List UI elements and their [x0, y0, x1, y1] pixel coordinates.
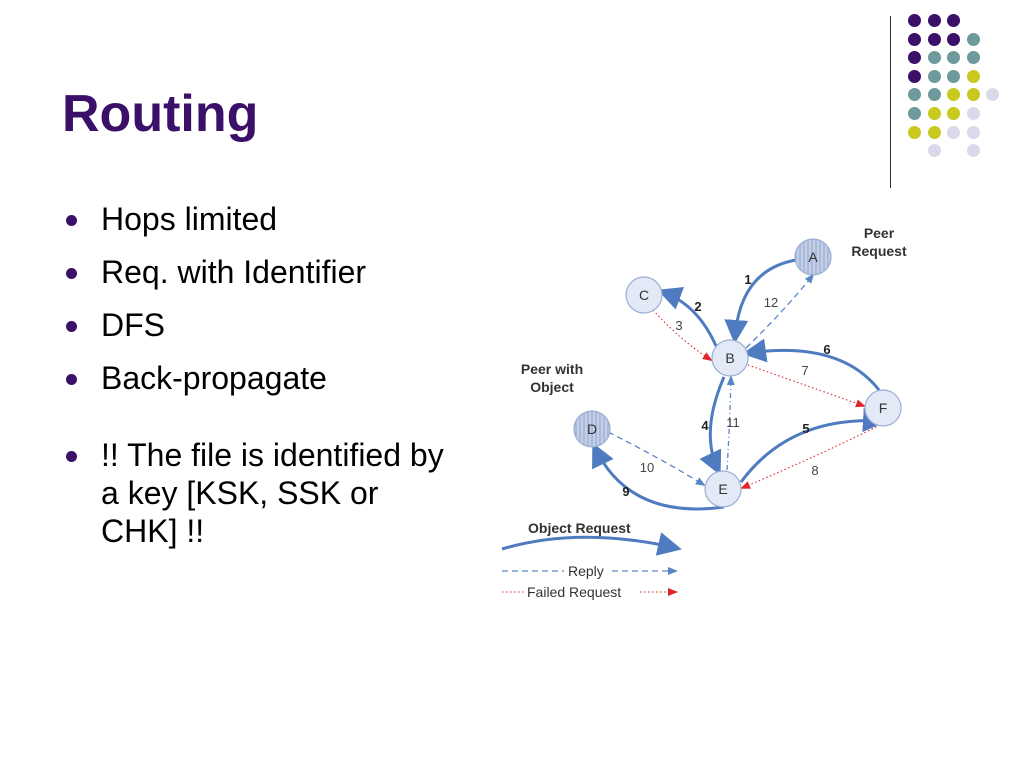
vertical-divider: [890, 16, 891, 188]
node-label-b: B: [725, 350, 734, 366]
bullet-dot-icon: [66, 321, 77, 332]
legend-reply-label: Reply: [568, 563, 604, 579]
decor-dot: [927, 125, 941, 139]
edge-1: [724, 258, 797, 344]
decor-dot: [966, 88, 980, 102]
edge-6: [742, 338, 881, 391]
edge-7: [747, 364, 866, 408]
decor-dot: [927, 32, 941, 46]
decor-dot: [908, 51, 921, 65]
bullet-item: DFS: [64, 306, 464, 344]
bullet-dot-icon: [66, 374, 77, 385]
decor-dot: [947, 125, 960, 139]
edge-label-1: 1: [744, 272, 751, 287]
edge-12: [745, 273, 815, 349]
peer-with-object-label-line: Peer with: [521, 361, 583, 377]
decor-dot: [947, 32, 960, 46]
node-c: [625, 276, 663, 314]
decor-dot: [966, 144, 980, 158]
decor-dot: [908, 32, 921, 46]
bullet-item: Back-propagate: [64, 359, 464, 397]
legend-object-request-label: Object Request: [528, 520, 631, 536]
edge-label-4: 4: [701, 418, 709, 433]
edge-label-11: 11: [726, 415, 740, 430]
decor-dot: [908, 14, 921, 27]
bullet-text: Req. with Identifier: [101, 254, 367, 290]
decor-dot: [966, 69, 980, 83]
decor-dot: [927, 107, 941, 120]
decor-dot: [947, 51, 960, 65]
bullet-dot-icon: [66, 268, 77, 279]
node-label-c: C: [639, 287, 649, 303]
decor-dot: [947, 14, 960, 27]
edge-label-5: 5: [802, 421, 809, 436]
edge-label-7: 7: [801, 363, 808, 378]
edges-layer: [592, 258, 887, 511]
node-label-e: E: [718, 481, 727, 497]
bullet-dot-icon: [66, 215, 77, 226]
edge-8: [740, 424, 881, 489]
node-label-a: A: [808, 249, 818, 265]
edge-10: [607, 431, 706, 487]
edge-2: [657, 287, 718, 347]
peer-request-label-line: Peer: [864, 225, 895, 241]
decor-dot: [966, 107, 980, 120]
edge-4: [699, 376, 726, 476]
legend-object-request-line: [501, 532, 682, 556]
decor-dot: [927, 144, 941, 158]
decorative-dot-grid: [908, 14, 1008, 164]
edge-label-2: 2: [694, 299, 701, 314]
decor-dot: [966, 32, 980, 46]
decor-dot: [927, 51, 941, 65]
decor-dot: [927, 88, 941, 102]
bullet-text: Back-propagate: [101, 360, 327, 396]
edge-9: [592, 442, 725, 511]
decor-dot: [908, 69, 921, 83]
decor-dot: [908, 125, 921, 139]
bullet-item: Hops limited: [64, 200, 464, 238]
decor-dot: [947, 69, 960, 83]
bullet-dot-icon: [66, 451, 77, 462]
legend-failed-request-label: Failed Request: [527, 584, 621, 600]
node-label-f: F: [879, 400, 888, 416]
nodes-layer: A B C D E F: [573, 238, 902, 508]
node-d: [573, 410, 611, 448]
peer-with-object-label-line: Object: [530, 379, 574, 395]
edge-5: [739, 408, 887, 483]
page-title: Routing: [62, 85, 259, 143]
decor-dot: [986, 88, 999, 102]
decor-dot: [908, 107, 921, 120]
node-b: [711, 339, 749, 377]
bullet-text: Hops limited: [101, 201, 278, 237]
edge-11: [726, 375, 735, 471]
decor-dot: [947, 88, 960, 102]
decor-dot: [947, 107, 960, 120]
edge-label-10: 10: [640, 460, 654, 475]
decor-dot: [966, 51, 980, 65]
node-a: [794, 238, 832, 276]
node-f: [864, 389, 902, 427]
peer-request-label-line: Request: [851, 243, 907, 259]
edge-label-6: 6: [823, 342, 830, 357]
edge-label-12: 12: [764, 295, 778, 310]
bullet-item: !! The file is identified by a key [KSK,…: [64, 436, 464, 550]
node-label-d: D: [587, 421, 597, 437]
decor-dot: [966, 125, 980, 139]
decor-dot: [908, 88, 921, 102]
bullet-item: Req. with Identifier: [64, 253, 464, 291]
edge-label-8: 8: [811, 463, 818, 478]
edge-label-9: 9: [622, 484, 629, 499]
node-e: [704, 470, 742, 508]
edge-label-3: 3: [675, 318, 682, 333]
bullet-text: DFS: [101, 307, 165, 343]
decor-dot: [927, 69, 941, 83]
bullet-list: Hops limited Req. with Identifier DFS Ba…: [64, 200, 464, 565]
bullet-text: !! The file is identified by a key [KSK,…: [101, 437, 444, 549]
decor-dot: [927, 14, 941, 27]
